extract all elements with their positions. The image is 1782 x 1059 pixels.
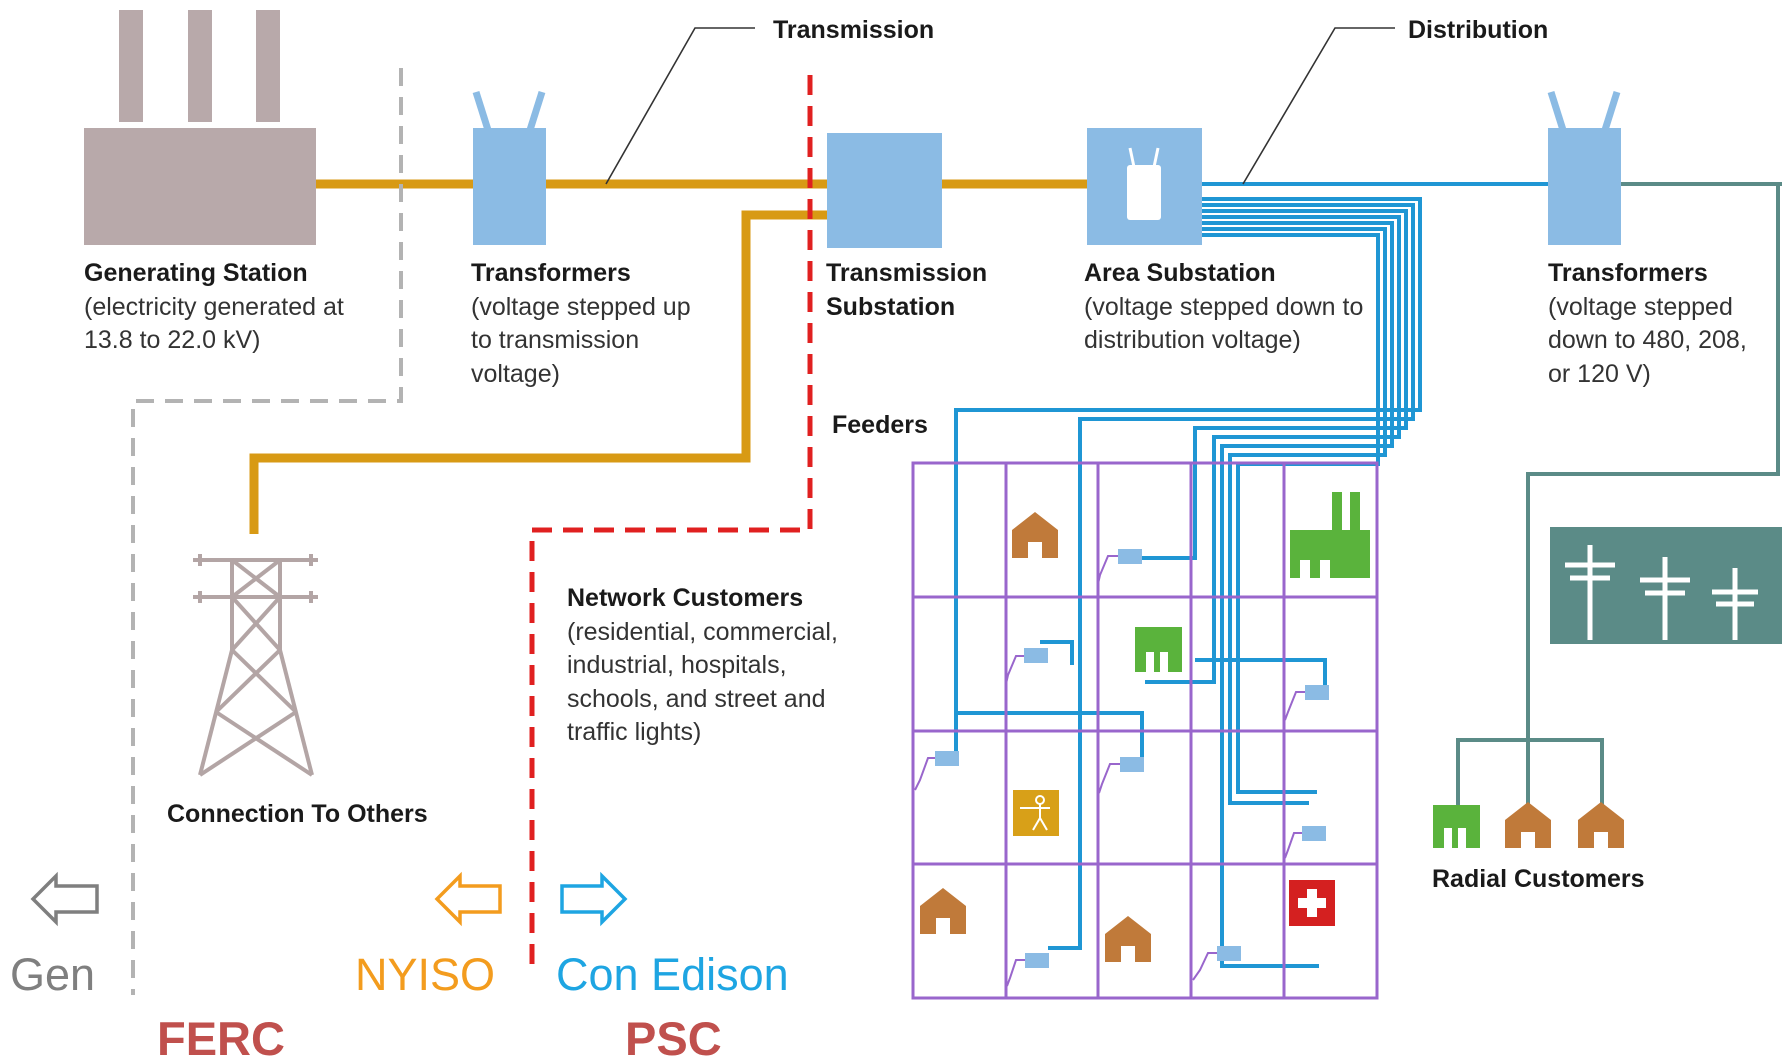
ferc-label: FERC: [157, 1012, 285, 1059]
svg-text:or 120 V): or 120 V): [1548, 360, 1651, 388]
hospital-icon: [1289, 880, 1335, 926]
factory-icon: [1433, 805, 1480, 848]
house-icon: [920, 888, 966, 934]
network-transformer: [1305, 685, 1329, 700]
area-substation-label: Area Substation (voltage stepped down to…: [1084, 259, 1363, 354]
network-grid: [911, 461, 1379, 1000]
transmission-line-to-others: [249, 210, 830, 534]
svg-text:13.8 to 22.0 kV): 13.8 to 22.0 kV): [84, 326, 261, 354]
network-transformer: [1302, 826, 1326, 841]
network-customers-label: Network Customers (residential, commerci…: [567, 584, 838, 746]
ferc-boundary: [131, 68, 403, 995]
svg-text:distribution voltage): distribution voltage): [1084, 326, 1301, 354]
network-transformer: [1118, 549, 1142, 564]
network-transformer: [1025, 953, 1049, 968]
svg-text:to transmission: to transmission: [471, 326, 639, 354]
network-transformer: [1024, 648, 1048, 663]
network-transformer: [935, 751, 959, 766]
house-icon: [1505, 802, 1551, 848]
svg-text:voltage): voltage): [471, 360, 560, 388]
utility-poles-icon: [1550, 527, 1782, 644]
svg-text:Transformers: Transformers: [1548, 259, 1708, 287]
psc-label: PSC: [625, 1012, 722, 1059]
radial-customers-label: Radial Customers: [1432, 865, 1645, 893]
step-up-transformer-icon: [472, 90, 546, 245]
svg-text:Transmission: Transmission: [826, 259, 987, 287]
transformers-down-label: Transformers (voltage stepped down to 48…: [1548, 259, 1747, 388]
house-icon: [1012, 512, 1058, 558]
nyiso-label: NYISO: [355, 949, 495, 1000]
svg-text:(residential, commercial,: (residential, commercial,: [567, 618, 838, 646]
svg-text:schools, and street and: schools, and street and: [567, 685, 826, 713]
connection-to-others-label: Connection To Others: [167, 800, 428, 828]
network-transformer: [1217, 946, 1241, 961]
callout-transmission: Transmission: [773, 16, 934, 44]
svg-text:Generating Station: Generating Station: [84, 259, 308, 287]
transmission-lines: [249, 179, 1090, 534]
network-transformer: [1120, 757, 1144, 772]
svg-text:traffic lights): traffic lights): [567, 718, 701, 746]
gen-arrow-icon: [30, 871, 99, 927]
radial-lines: [1456, 182, 1782, 820]
transmission-tower-icon: [193, 554, 318, 777]
transmission-substation-label: Transmission Substation: [826, 259, 987, 321]
psc-boundary: [529, 75, 813, 965]
callout-leaders: [605, 27, 1395, 185]
network-transformers: [935, 549, 1329, 968]
svg-text:Network Customers: Network Customers: [567, 584, 803, 612]
svg-text:(voltage stepped down to: (voltage stepped down to: [1084, 293, 1363, 321]
svg-text:(electricity generated at: (electricity generated at: [84, 293, 344, 321]
callout-distribution: Distribution: [1408, 16, 1548, 44]
distribution-feeders: [954, 182, 1550, 968]
svg-text:industrial, hospitals,: industrial, hospitals,: [567, 651, 787, 679]
transmission-substation-icon: [827, 133, 942, 248]
factory-icon: [1135, 627, 1182, 672]
generating-station-label: Generating Station (electricity generate…: [84, 259, 344, 354]
factory-icon: [1290, 492, 1370, 578]
svg-text:Transformers: Transformers: [471, 259, 631, 287]
callout-feeders: Feeders: [832, 411, 928, 439]
streetlight-icon: [1013, 790, 1059, 836]
nyiso-arrow-icon: [434, 871, 502, 927]
svg-text:Substation: Substation: [826, 293, 955, 321]
transformers-up-label: Transformers (voltage stepped up to tran…: [471, 259, 691, 388]
svg-text:(voltage stepped up: (voltage stepped up: [471, 293, 691, 321]
house-icon: [1578, 802, 1624, 848]
svg-text:Area Substation: Area Substation: [1084, 259, 1276, 287]
con-edison-arrow-icon: [560, 871, 628, 927]
gen-label: Gen: [10, 949, 95, 1000]
house-icon: [1105, 916, 1151, 962]
service-drops: [914, 555, 1305, 987]
con-edison-label: Con Edison: [556, 949, 789, 1000]
svg-text:down to 480, 208,: down to 480, 208,: [1548, 326, 1747, 354]
generating-station-icon: [84, 10, 316, 245]
svg-text:(voltage stepped: (voltage stepped: [1548, 293, 1733, 321]
step-down-transformer-icon: [1547, 90, 1621, 245]
area-substation-icon: [1087, 128, 1202, 245]
